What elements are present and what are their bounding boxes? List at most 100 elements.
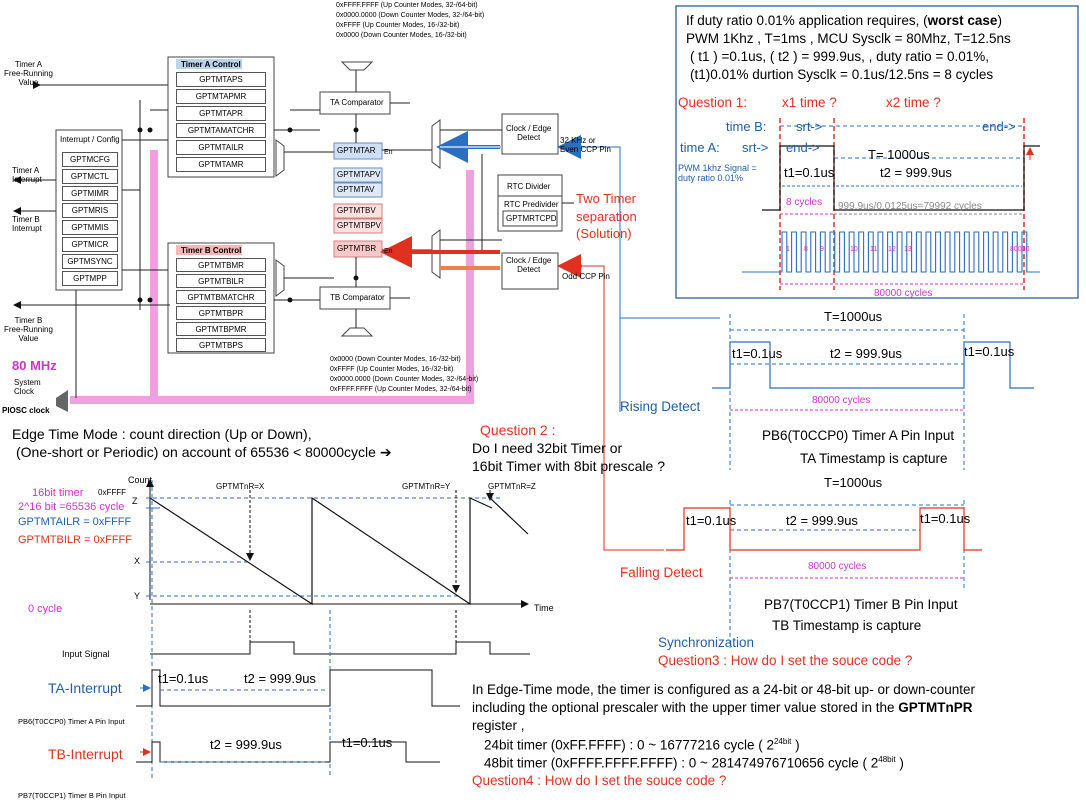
case-line-2: PWM 1Khz , T=1ms , MCU Sysclk = 80Mhz, T… [686,31,1011,46]
x1-time: x1 time ? [782,95,837,110]
tb-comparator: TB Comparator [330,293,385,302]
question-1: Question 1: [678,95,748,110]
timer-a-free-running: Timer A Free-Running Value [4,60,53,88]
edge-time-paragraph-3: register , [472,718,525,733]
gptmtbr-reg: GPTMTBR [337,244,377,253]
synchronization-label: Synchronization [658,635,755,650]
reg-gptmtaps: GPTMTAPS [176,72,266,87]
case-period: T= 1000us [868,147,930,162]
case-t1: t1=0.1us [784,165,835,180]
time-a-end: end-> [786,140,820,155]
reg-gptmtbilr: GPTMTBILR [176,274,266,288]
pulse-number-13: 13 [904,246,912,253]
reg-gptmctl: GPTMCTL [62,169,118,184]
x-level-label: X [134,556,141,566]
pb6-small-label: PB6(T0CCP0) Timer A Pin Input [18,717,125,726]
pin-a-t2: t2 = 999.9us [830,346,902,361]
rtc-divider: RTC Divider [507,182,551,191]
top-val-1: 0xFFFF.FFFF (Up Counter Modes, 32-/64-bi… [336,2,478,9]
ta-interrupt-label: TA-Interrupt [48,680,122,696]
edge-time-paragraph-1: In Edge-Time mode, the timer is configur… [472,682,975,697]
ta-comparator: TA Comparator [330,98,384,107]
x2-time: x2 time ? [886,95,941,110]
y-level-label: Y [134,591,141,601]
question-2-line-a: Do I need 32bit Timer or [472,440,623,456]
pin-b-t2: t2 = 999.9us [786,513,858,528]
time-b-srt: srt-> [796,119,823,134]
question-4: Question4 : How do I set the souce code … [472,773,727,788]
pulse-number-10: 10 [850,246,858,253]
odd-ccp-pin: Odd CCP Pin [562,272,610,281]
pb7-timer-b-pin: PB7(T0CCP1) Timer B Pin Input [764,597,958,612]
count-axis-label: Count [128,475,153,485]
top-val-3: 0xFFFF (Up Counter Modes, 16-/32-bit) [336,22,460,29]
case-line-1: If duty ratio 0.01% application requires… [686,13,1002,28]
tb-timestamp: TB Timestamp is capture [772,618,922,633]
gptmtbilr-value: GPTMTBILR = 0xFFFF [18,534,132,546]
pulse-number-11: 11 [870,246,878,253]
bottom-val-2: 0xFFFF (Up Counter Modes, 16-/32-bit) [330,366,454,373]
pb6-timer-a-pin: PB6(T0CCP0) Timer A Pin Input [762,428,955,443]
pin-timing-diagram [666,314,1034,648]
power-16-label: 2^16 bit =65536 cycle [18,501,125,513]
gptmtar-reg: GPTMTAR [337,146,376,155]
system-clock-mhz: 80 MHz [12,358,57,373]
reg-gptmsync: GPTMSYNC [62,254,118,269]
reg-gptmtapr: GPTMTAPR [176,106,266,121]
pulse-number-8: 8 [804,246,808,253]
pulse-number-9: 9 [820,246,824,253]
sawtooth-diagram [136,479,530,778]
timer-a-interrupt: Timer A Interrupt [12,166,42,185]
reg-gptmmis: GPTMMIS [62,220,118,235]
gptmrtcpd-reg: GPTMRTCPD [506,214,557,223]
rising-detect: Rising Detect [620,399,701,414]
top-val-4: 0x0000 (Down Counter Modes, 16-/32-bit) [336,32,467,39]
pin-a-cycles: 80000 cycles [812,395,871,406]
time-a-label: time A: [680,140,720,155]
even-ccp-pin: 32 KHz or Even CCP Pin [560,136,611,155]
interrupt-config-title: Interrupt / Config [60,135,120,144]
reg-gptmtbpmr: GPTMTBPMR [176,322,266,336]
reg-gptmtbpr: GPTMTBPR [176,306,266,320]
pulse-number-12: 12 [888,246,896,253]
case-t2: t2 = 999.9us [880,165,952,180]
timer-b-free-running: Timer B Free-Running Value [4,316,53,344]
reg-gptmtbmr: GPTMTBMR [176,258,266,272]
clock-edge-detect-a: Clock / Edge Detect [506,124,552,143]
case-line-4: (t1)0.01% durtion Sysclk = 0.1us/12.5ns … [690,67,994,82]
pulse-number-80000: 80000 [1010,246,1030,253]
rtc-predivider: RTC Predivider [504,200,559,209]
timer-a-control-title: Timer A Control [181,60,241,69]
edge-time-mode-line-1: Edge Time Mode : count direction (Up or … [12,426,312,442]
z-level-label: Z [132,496,138,506]
bottom-val-4: 0xFFFF.FFFF (Up Counter Modes, 32-/64-bi… [330,386,472,393]
gptmtnr-z: GPTMTnR=Z [488,482,536,491]
pin-a-period: T=1000us [824,309,883,324]
case-line-3: ( t1 ) =0.1us, ( t2 ) = 999.9us, , duty … [690,49,990,64]
edge-time-mode-line-2: (One-short or Periodic) on account of 65… [16,444,392,460]
reg-gptmtamr: GPTMTAMR [176,157,266,172]
question-3: Question3 : How do I set the souce code … [658,653,913,668]
clock-edge-detect-b: Clock / Edge Detect [506,256,552,275]
xffff-label: 0xFFFF [98,488,126,497]
case-80000-cycles: 80000 cycles [874,288,933,299]
gptmtnr-x: GPTMTnR=X [216,482,265,491]
falling-detect: Falling Detect [620,565,703,580]
time-a-srt: srt-> [742,140,769,155]
pulse-number-1: 1 [786,246,790,253]
16bit-timer-label: 16bit timer [32,487,84,499]
pb7-small-label: PB7(T0CCP1) Timer B Pin Input [18,791,126,800]
reg-gptmicr: GPTMICR [62,237,118,252]
reg-gptmtapmr: GPTMTAPMR [176,89,266,104]
top-val-2: 0x0000.0000 (Down Counter Modes, 32-/64-… [336,12,485,19]
timer-block-diagram [13,56,720,551]
time-axis-label: Time [534,603,554,613]
timer-b-interrupt: Timer B Interrupt [12,215,42,234]
reg-gptmtbmatchr: GPTMTBMATCHR [176,290,266,304]
saw-tb-t2: t2 = 999.9us [210,737,282,752]
gptmtav-reg: GPTMTAV [337,185,375,194]
reg-gptmtbps: GPTMTBPS [176,338,266,352]
pin-b-cycles: 80000 cycles [808,561,867,572]
case-8-cycles: 8 cycles [786,197,823,208]
bottom-val-3: 0x0000.0000 (Down Counter Modes, 32-/64-… [330,376,479,383]
